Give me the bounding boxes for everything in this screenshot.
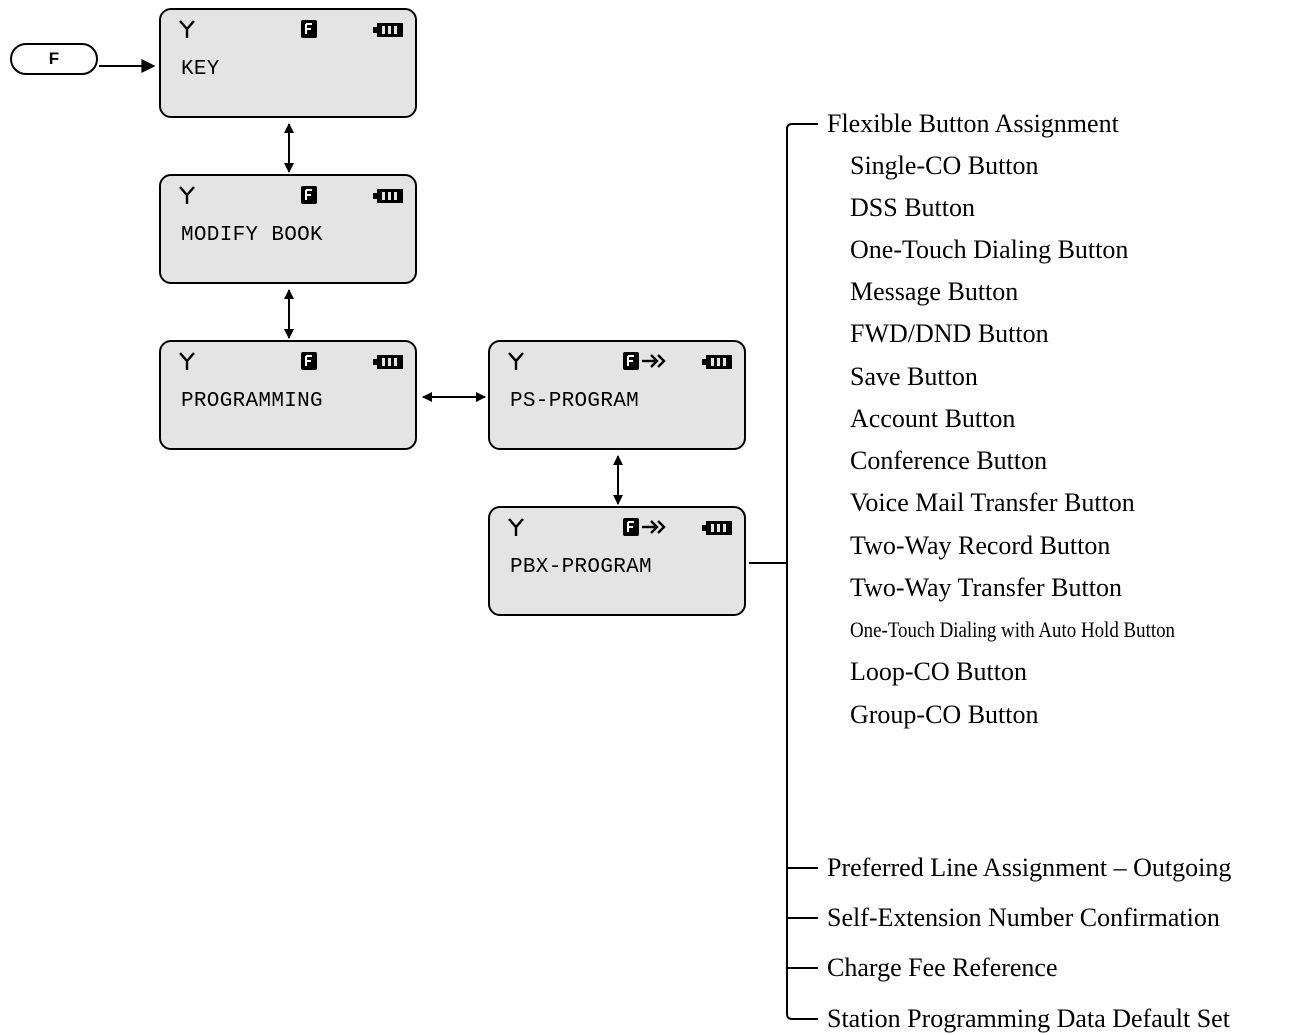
f-mode-icon	[301, 352, 317, 370]
lcd-screen-modify-book: MODIFY BOOK	[159, 174, 417, 284]
f-key-button[interactable]: F	[10, 43, 98, 75]
battery-icon	[373, 355, 403, 369]
lcd-screen-key: KEY	[159, 8, 417, 118]
menu-charge-fee-reference: Charge Fee Reference	[827, 953, 1058, 982]
antenna-icon	[179, 185, 195, 205]
menu-self-extension-confirmation: Self-Extension Number Confirmation	[827, 903, 1220, 932]
menu-sub-item: Conference Button	[850, 446, 1048, 475]
menu-sub-item: DSS Button	[850, 193, 975, 222]
menu-sub-item: One-Touch Dialing with Auto Hold Button	[850, 617, 1176, 642]
battery-icon	[702, 521, 732, 535]
lcd-text: PROGRAMMING	[181, 390, 323, 413]
lcd-text: MODIFY BOOK	[181, 224, 323, 247]
menu-sub-item: Loop-CO Button	[850, 657, 1027, 686]
antenna-icon	[179, 19, 195, 39]
branch-bracket	[786, 123, 818, 1020]
menu-sub-item: Single-CO Button	[850, 151, 1039, 180]
menu-sub-item: Two-Way Transfer Button	[850, 573, 1122, 602]
menu-sub-item: Save Button	[850, 362, 978, 391]
menu-sub-item: One-Touch Dialing Button	[850, 235, 1129, 264]
menu-sub-item: Message Button	[850, 277, 1019, 306]
battery-icon	[702, 355, 732, 369]
menu-preferred-line-assignment: Preferred Line Assignment – Outgoing	[827, 853, 1232, 882]
f-mode-arrow-icon	[623, 352, 671, 370]
f-mode-icon	[301, 186, 317, 204]
antenna-icon	[508, 517, 524, 537]
menu-sub-item: FWD/DND Button	[850, 319, 1049, 348]
battery-icon	[373, 189, 403, 203]
f-mode-icon	[301, 20, 317, 38]
menu-flexible-button-assignment: Flexible Button Assignment	[827, 109, 1119, 138]
lcd-screen-ps-program: PS-PROGRAM	[488, 340, 746, 450]
f-mode-arrow-icon	[623, 518, 671, 536]
lcd-text: KEY	[181, 58, 220, 81]
menu-default-set: Station Programming Data Default Set	[827, 1004, 1230, 1033]
menu-sub-item: Account Button	[850, 404, 1016, 433]
lcd-text: PS-PROGRAM	[510, 390, 640, 413]
battery-icon	[373, 23, 403, 37]
menu-sub-item: Group-CO Button	[850, 700, 1039, 729]
lcd-text: PBX-PROGRAM	[510, 556, 652, 579]
antenna-icon	[508, 351, 524, 371]
antenna-icon	[179, 351, 195, 371]
menu-sub-item: Voice Mail Transfer Button	[850, 488, 1135, 517]
menu-sub-item: Two-Way Record Button	[850, 531, 1111, 560]
lcd-screen-programming: PROGRAMMING	[159, 340, 417, 450]
lcd-screen-pbx-program: PBX-PROGRAM	[488, 506, 746, 616]
